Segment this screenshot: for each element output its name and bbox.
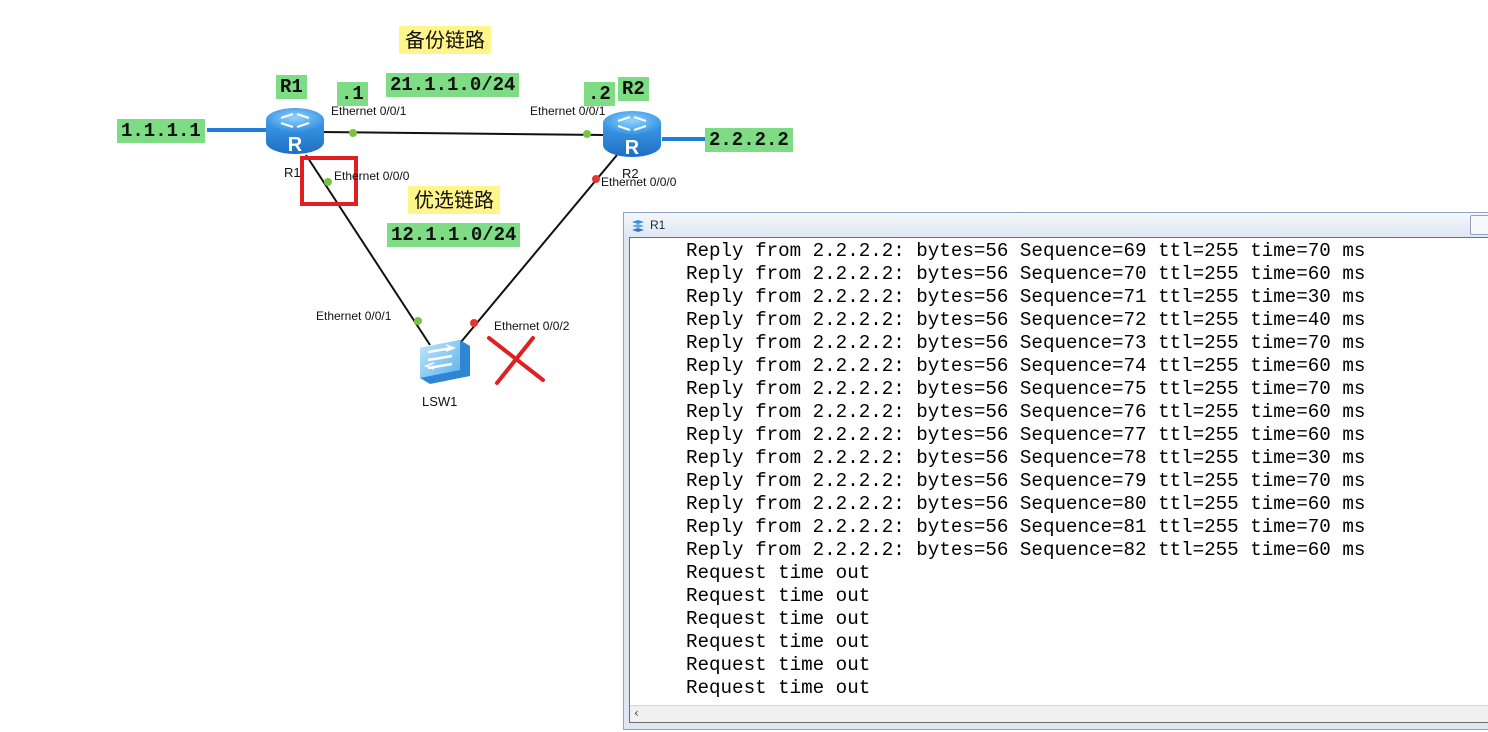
console-line: Reply from 2.2.2.2: bytes=56 Sequence=82… xyxy=(686,539,1366,561)
console-line: Request time out xyxy=(686,654,871,676)
console-output-area[interactable]: Reply from 2.2.2.2: bytes=56 Sequence=69… xyxy=(629,237,1488,723)
r1-console-window[interactable]: R1 Reply from 2.2.2.2: bytes=56 Sequence… xyxy=(623,212,1488,730)
svg-text:R: R xyxy=(288,134,303,156)
console-line: Request time out xyxy=(686,585,871,607)
console-line: Reply from 2.2.2.2: bytes=56 Sequence=73… xyxy=(686,332,1366,354)
console-line: Request time out xyxy=(686,631,871,653)
backup-subnet-label: 21.1.1.0/24 xyxy=(386,73,520,97)
console-line: Reply from 2.2.2.2: bytes=56 Sequence=72… xyxy=(686,309,1366,331)
console-line: Reply from 2.2.2.2: bytes=56 Sequence=74… xyxy=(686,355,1366,377)
chevron-left-icon[interactable]: ‹ xyxy=(634,706,639,720)
console-title: R1 xyxy=(650,218,666,232)
sw-e002-port-label: Ethernet 0/0/2 xyxy=(494,319,570,333)
r2-e001-status-dot xyxy=(583,130,591,138)
r1-device-name: R1 xyxy=(284,165,301,180)
backup-link[interactable] xyxy=(321,131,605,136)
r2-e001-port-label: Ethernet 0/0/1 xyxy=(530,104,606,118)
r1-ip-suffix-label: .1 xyxy=(337,82,368,106)
horizontal-scrollbar[interactable]: ‹ xyxy=(630,705,1488,722)
switch-device-name: LSW1 xyxy=(422,394,458,409)
r1-e000-status-dot xyxy=(324,178,332,186)
console-line: Reply from 2.2.2.2: bytes=56 Sequence=71… xyxy=(686,286,1366,308)
console-line: Request time out xyxy=(686,677,871,699)
maximize-button[interactable] xyxy=(1470,215,1488,235)
r1-e000-port-label: Ethernet 0/0/0 xyxy=(334,169,410,183)
console-line: Request time out xyxy=(686,608,871,630)
switch-lsw1-icon[interactable] xyxy=(420,340,470,384)
svg-text:R: R xyxy=(625,137,640,159)
console-line: Reply from 2.2.2.2: bytes=56 Sequence=79… xyxy=(686,470,1366,492)
lsw1-r2-link[interactable] xyxy=(460,154,618,343)
sw-e001-port-label: Ethernet 0/0/1 xyxy=(316,309,392,323)
console-line: Reply from 2.2.2.2: bytes=56 Sequence=70… xyxy=(686,263,1366,285)
r1-e001-port-label: Ethernet 0/0/1 xyxy=(331,104,407,118)
r1-loopback-label: 1.1.1.1 xyxy=(117,119,205,143)
console-line: Reply from 2.2.2.2: bytes=56 Sequence=80… xyxy=(686,493,1366,515)
r2-ip-suffix-label: .2 xyxy=(584,82,615,106)
router-r1-icon[interactable]: R xyxy=(266,108,324,156)
backup-link-label: 备份链路 xyxy=(399,26,491,54)
r1-lsw1-link[interactable] xyxy=(305,154,431,346)
console-line: Reply from 2.2.2.2: bytes=56 Sequence=75… xyxy=(686,378,1366,400)
link-down-cross-icon xyxy=(487,336,545,385)
console-line: Reply from 2.2.2.2: bytes=56 Sequence=81… xyxy=(686,516,1366,538)
r1-e000-highlight-box xyxy=(300,156,358,206)
sw-e001-status-dot xyxy=(414,317,422,325)
preferred-subnet-label: 12.1.1.0/24 xyxy=(387,223,521,247)
terminal-icon xyxy=(632,220,644,232)
console-output-lines: Reply from 2.2.2.2: bytes=56 Sequence=69… xyxy=(686,240,1365,700)
preferred-link-label: 优选链路 xyxy=(408,186,500,214)
console-line: Reply from 2.2.2.2: bytes=56 Sequence=69… xyxy=(686,240,1366,262)
r1-e001-status-dot xyxy=(349,129,357,137)
console-line: Request time out xyxy=(686,562,871,584)
console-line: Reply from 2.2.2.2: bytes=56 Sequence=77… xyxy=(686,424,1366,446)
r2-loopback-label: 2.2.2.2 xyxy=(705,128,793,152)
sw-e002-status-dot xyxy=(470,319,478,327)
r1-tag: R1 xyxy=(276,75,307,99)
console-titlebar[interactable]: R1 xyxy=(624,213,1488,237)
router-r2-icon[interactable]: R xyxy=(603,111,661,159)
console-line: Reply from 2.2.2.2: bytes=56 Sequence=76… xyxy=(686,401,1366,423)
r2-device-name: R2 xyxy=(622,166,639,181)
r2-e000-port-label: Ethernet 0/0/0 xyxy=(601,175,677,189)
r2-e000-status-dot xyxy=(592,175,600,183)
console-line: Reply from 2.2.2.2: bytes=56 Sequence=78… xyxy=(686,447,1366,469)
r2-tag: R2 xyxy=(618,77,649,101)
